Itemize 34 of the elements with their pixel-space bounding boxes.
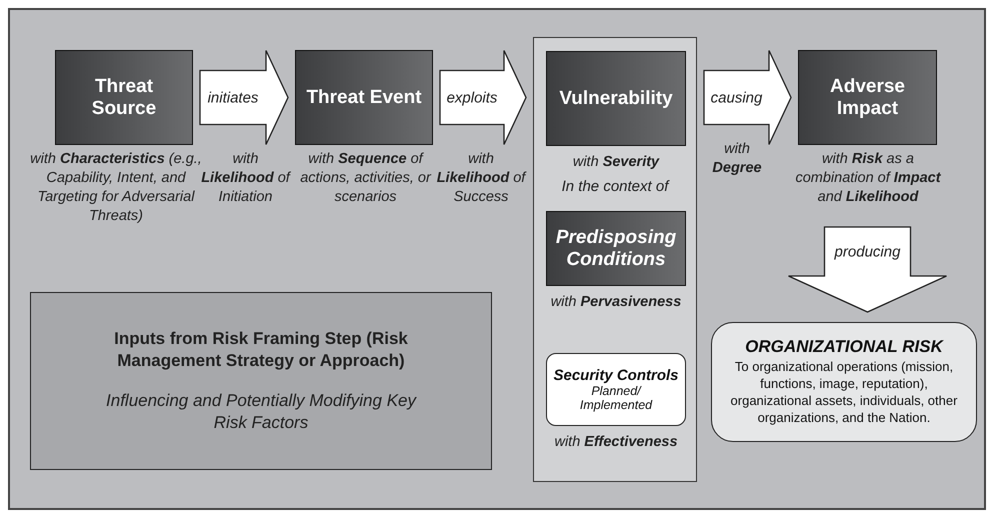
process-box xyxy=(546,51,686,146)
box-title: Predisposing Conditions xyxy=(554,226,678,270)
inputs-box xyxy=(30,292,492,470)
outcome-box xyxy=(711,322,977,442)
attribute-text: with Severity xyxy=(572,153,660,172)
attribute-text: with Effectiveness xyxy=(553,433,679,452)
attribute-text: with Likelihood of Success xyxy=(436,150,528,207)
edge-label: exploits xyxy=(446,89,498,106)
attribute-text: with Pervasiveness xyxy=(550,293,682,312)
process-box xyxy=(798,50,937,145)
edge-label: causing xyxy=(710,89,762,106)
box-title: Adverse Impact xyxy=(829,76,906,120)
edge-label: producing xyxy=(834,243,900,260)
attribute-text: with Likelihood of Initiation xyxy=(200,150,292,207)
edge-label: initiates xyxy=(208,89,258,106)
box-title: Threat Source xyxy=(90,76,158,120)
process-box xyxy=(55,50,193,145)
controls-box xyxy=(546,353,686,426)
attribute-text: with Degree xyxy=(711,140,763,178)
context-text: In the context of xyxy=(560,178,671,195)
process-box xyxy=(295,50,433,145)
box-title: ORGANIZATIONAL RISK xyxy=(745,337,943,358)
condition-box xyxy=(546,211,686,286)
box-title: Vulnerability xyxy=(558,88,674,110)
box-description: Influencing and Potentially Modifying Key Risk Factors xyxy=(105,390,418,434)
box-title: Security Controls xyxy=(553,366,679,384)
attribute-text: with Sequence of actions, activities, or scenarios xyxy=(299,150,432,207)
box-title: Inputs from Risk Framing Step (Risk Management Strategy or Approach) xyxy=(113,328,409,372)
box-description: Planned/ Implemented xyxy=(578,384,654,412)
context-panel xyxy=(533,37,697,482)
box-description: To organizational operations (mission, functions, image, reputation), organizational assets, individuals, other organizations, and the Nation. xyxy=(730,359,958,427)
attribute-text: with Characteristics (e.g., Capability, Intent, and Targeting for Adversarial Threats) xyxy=(30,150,202,226)
attribute-text: with Risk as a combination of Impact and Likelihood xyxy=(794,150,942,207)
box-title: Threat Event xyxy=(305,86,423,108)
